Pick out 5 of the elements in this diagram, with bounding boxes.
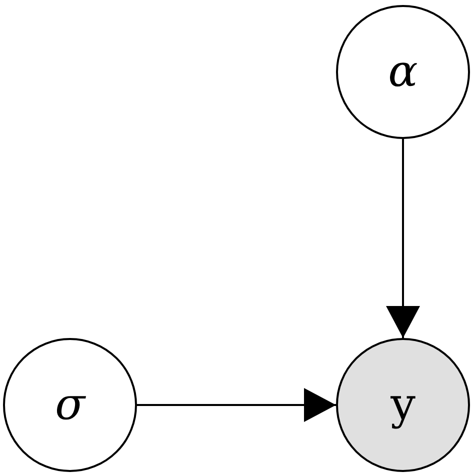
- arrow: [386, 139, 420, 338]
- variable-symbol: α: [388, 50, 418, 94]
- arrow: [137, 388, 336, 422]
- variable-symbol: y: [390, 383, 416, 427]
- variable-symbol: σ: [54, 383, 86, 427]
